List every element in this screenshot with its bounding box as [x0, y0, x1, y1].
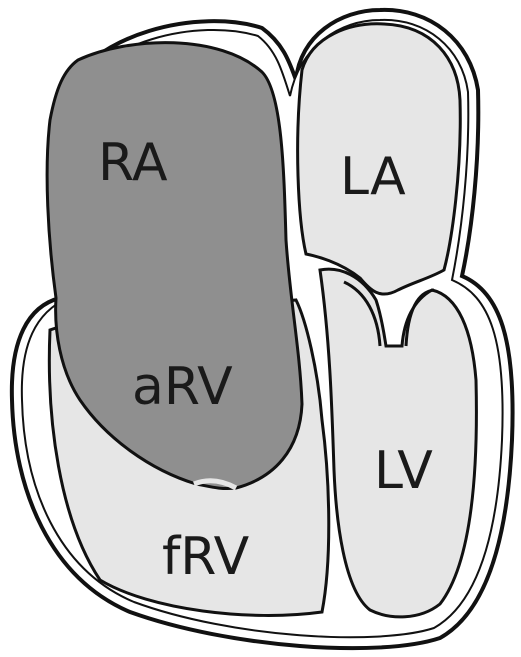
label-ra: RA — [98, 133, 168, 193]
label-lv: LV — [374, 441, 433, 501]
label-frv: fRV — [162, 527, 250, 587]
label-arv: aRV — [132, 357, 233, 417]
label-la: LA — [340, 147, 406, 207]
